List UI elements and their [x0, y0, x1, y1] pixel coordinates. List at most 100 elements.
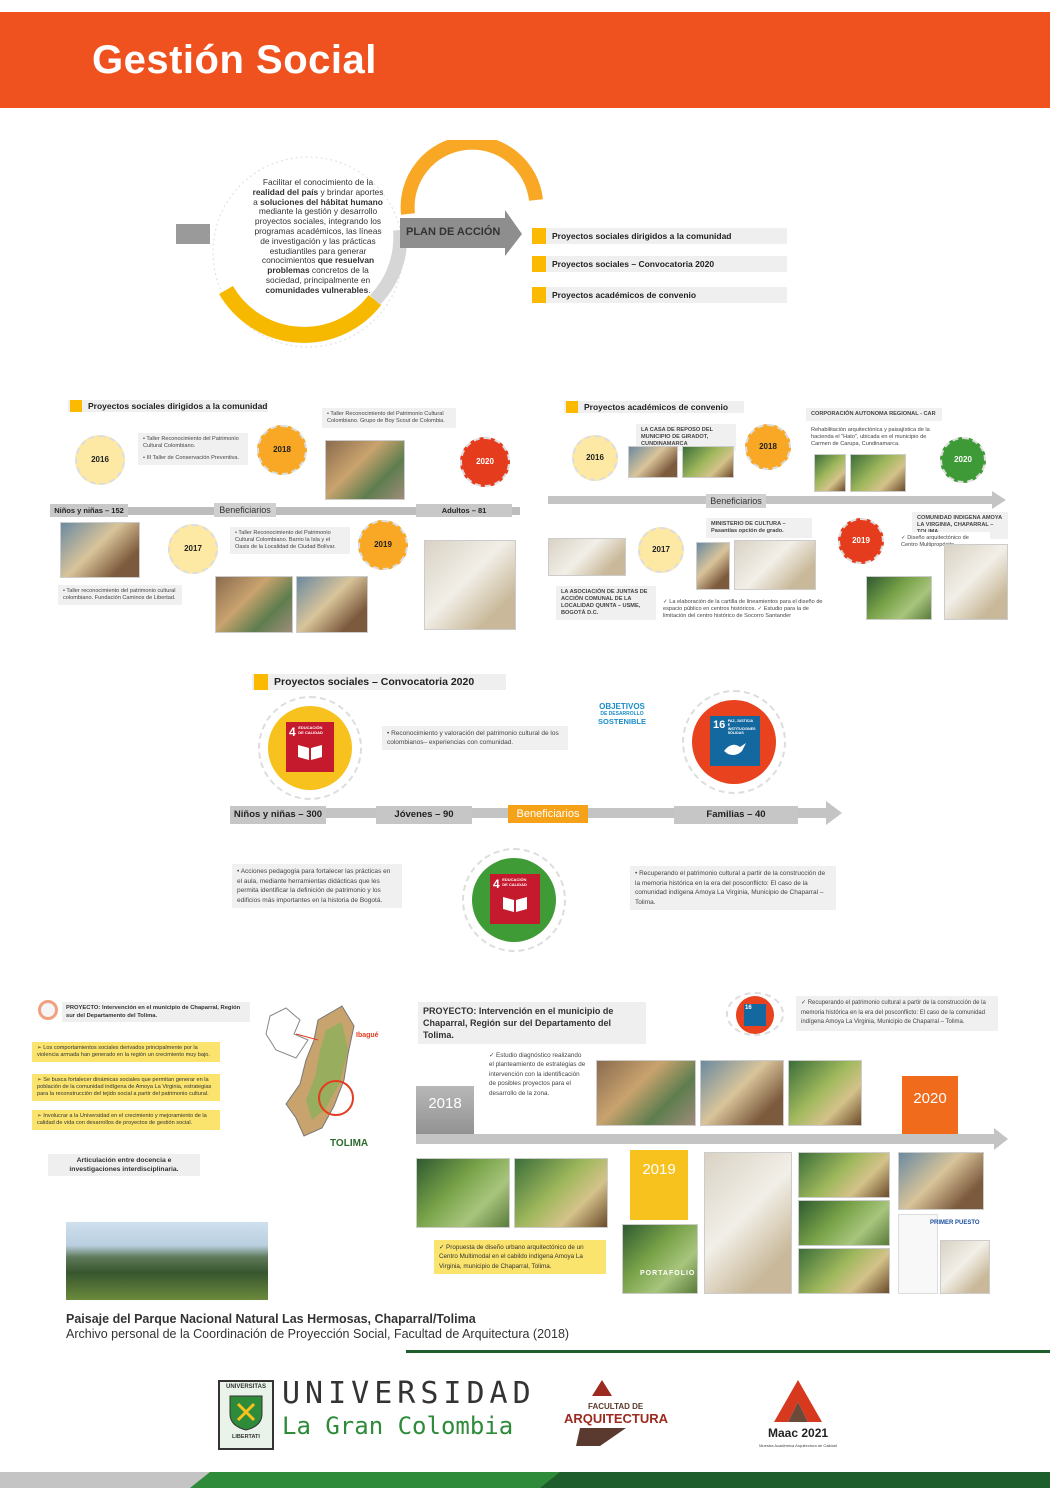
objetivos-logo: OBJETIVOS DE DESARROLLO SOSTENIBLE — [598, 702, 646, 726]
note-2017: • Taller reconocimiento del patrimonio c… — [58, 585, 182, 605]
book-icon — [503, 897, 527, 912]
photo-taller-2019-b — [296, 576, 368, 633]
convenio-year-2020: 2020 — [940, 437, 986, 483]
map-region-label: TOLIMA — [330, 1138, 369, 1149]
photo-chaparral-3 — [788, 1060, 862, 1126]
photo-chaparral-2 — [700, 1060, 784, 1126]
section-title-comunidad: Proyectos sociales dirigidos a la comuni… — [68, 400, 268, 412]
convocatoria-label-beneficiarios: Beneficiarios — [508, 805, 588, 823]
map-city-label: Ibagué — [356, 1032, 379, 1039]
maac-sub-label: Muestra Académica Arquitectura de Calida… — [759, 1443, 837, 1448]
note-convenio-2017: LA ASOCIACIÓN DE JUNTAS DE ACCIÓN COMUNA… — [556, 586, 656, 620]
landscape-photo — [66, 1222, 268, 1300]
note-estudio: ✓ Estudio diagnóstico realizando el plan… — [484, 1048, 592, 1102]
year-badge-2018: 2018 — [257, 425, 307, 475]
note-convocatoria-right: • Recuperando el patrimonio cultural a p… — [630, 866, 836, 911]
ods16-badge-top: 16 PAZ, JUSTICIA E INSTITUCIONES SÓLIDAS — [682, 690, 786, 794]
dove-icon — [724, 743, 746, 755]
project-bullet-icon — [38, 1000, 58, 1020]
project-head-center: PROYECTO: Intervención en el municipio d… — [418, 1002, 646, 1044]
ods4-badge-bottom: 4 EDUCACIÓN DE CALIDAD — [462, 848, 566, 952]
book-icon — [298, 745, 322, 760]
photo-hato-b — [850, 454, 906, 492]
convenio-year-2016: 2016 — [572, 435, 618, 481]
note-2018: • Taller Reconocimiento del Patrimonio C… — [322, 408, 456, 428]
photo-amoya-render — [866, 576, 932, 620]
ods16-mini-square: 16 — [744, 1004, 766, 1026]
facultad-logo — [576, 1380, 626, 1446]
year-block-2019: 2019 — [630, 1150, 688, 1220]
facultad-label-1: FACULTAD DE — [588, 1402, 644, 1411]
year-badge-2020: 2020 — [460, 437, 510, 487]
convenio-year-2018: 2018 — [745, 424, 791, 470]
timeline-bar — [50, 507, 520, 515]
footer-top-line — [406, 1350, 1050, 1353]
note-mincultura-body: ✓ La elaboración de la cartilla de linea… — [658, 596, 838, 623]
plan-label: PLAN DE ACCIÓN — [406, 226, 501, 238]
project-timeline-arrow — [416, 1128, 1008, 1150]
year-badge-2019: 2019 — [358, 520, 408, 570]
ods16-badge-small: 16 — [726, 992, 784, 1036]
photo-2018-b — [514, 1158, 608, 1228]
photo-casa-reposo-a — [628, 446, 678, 478]
convenio-label-beneficiarios: Beneficiarios — [706, 494, 766, 508]
portafolio-label: PORTAFOLIO — [640, 1270, 696, 1277]
note-propuesta: ✓ Propuesta de diseño urbano arquitectón… — [434, 1240, 606, 1275]
photo-mincultura-a — [696, 542, 730, 590]
photo-amoya-plan — [944, 544, 1008, 620]
page-title: Gestión Social — [92, 38, 377, 82]
note-mincultura: MINISTERIO DE CULTURA – Pasantías opción… — [706, 518, 812, 538]
convocatoria-label-familias: Familias – 40 — [674, 806, 798, 824]
convocatoria-label-ninos: Niños y niñas – 300 — [230, 806, 326, 824]
timeline-label-ninos: Niños y niñas – 152 — [50, 504, 128, 517]
maac-logo-icon — [774, 1380, 822, 1422]
university-name: UNIVERSIDAD — [282, 1376, 536, 1411]
photo-boards — [704, 1152, 792, 1294]
plan-item-convenio: Proyectos académicos de convenio — [532, 287, 787, 303]
photo-casa-reposo-b — [682, 446, 734, 478]
note-convocatoria-top: • Reconocimiento y valoración del patrim… — [382, 726, 568, 750]
year-badge-2016: 2016 — [75, 435, 125, 485]
photo-portafolio — [622, 1224, 698, 1294]
photo-chaparral-1 — [596, 1060, 696, 1126]
photo-taller-2017 — [60, 522, 140, 578]
note-ods16-project: ✓ Recuperando el patrimonio cultural a p… — [796, 996, 998, 1031]
convenio-year-2017: 2017 — [638, 527, 684, 573]
photo-hato-a — [814, 454, 846, 492]
timeline-label-adultos: Adultos – 81 — [416, 504, 512, 517]
footer-stripe — [0, 1472, 1050, 1488]
maac-label: Maac 2021 — [768, 1426, 829, 1440]
university-seal: UNIVERSITAS LIBERTATI — [218, 1380, 274, 1450]
year-badge-2017: 2017 — [168, 524, 218, 574]
section-title-convocatoria: Proyectos sociales – Convocatoria 2020 — [252, 674, 506, 690]
photo-2020-plan — [940, 1240, 990, 1294]
photo-render-1 — [798, 1152, 890, 1198]
plan-item-comunidad: Proyectos sociales dirigidos a la comuni… — [532, 228, 787, 244]
primer-puesto-label: PRIMER PUESTO — [930, 1220, 980, 1226]
note-2016: • Taller Reconocimiento del Patrimonio C… — [138, 433, 248, 465]
ods16-square: 16 PAZ, JUSTICIA E INSTITUCIONES SÓLIDAS — [710, 716, 760, 766]
shield-icon — [229, 1395, 263, 1431]
note-convocatoria-left: • Acciones pedagogía para fortalecer las… — [232, 864, 402, 909]
photo-render-2 — [798, 1200, 890, 1246]
photo-2018-a — [416, 1158, 510, 1228]
project-bullet-2: ➢ Se busca fortalecer dinámicas sociales… — [32, 1074, 220, 1101]
photo-2020-a — [898, 1152, 984, 1210]
convenio-year-2019: 2019 — [838, 518, 884, 564]
photo-mincultura-b — [734, 540, 816, 590]
facultad-label-2: ARQUITECTURA — [564, 1411, 668, 1426]
section-title-convenio: Proyectos académicos de convenio — [564, 401, 744, 413]
page-header: Gestión Social — [0, 12, 1050, 108]
doc-primer-puesto — [898, 1214, 938, 1294]
plan-diagram — [176, 140, 543, 348]
project-bullet-3: ➢ Involucrar a la Universidad en el crec… — [32, 1110, 220, 1130]
photo-cartilla-2020 — [424, 540, 516, 630]
note-2019: • Taller Reconocimiento del Patrimonio C… — [230, 527, 350, 554]
university-subname: La Gran Colombia — [282, 1412, 514, 1440]
timeline-label-beneficiarios: Beneficiarios — [214, 503, 276, 517]
caption-credit: Archivo personal de la Coordinación de P… — [66, 1327, 570, 1341]
photo-render-3 — [798, 1248, 890, 1294]
ods4-badge-top: 4 EDUCACIÓN DE CALIDAD — [258, 696, 362, 800]
tolima-map — [265, 1005, 355, 1137]
